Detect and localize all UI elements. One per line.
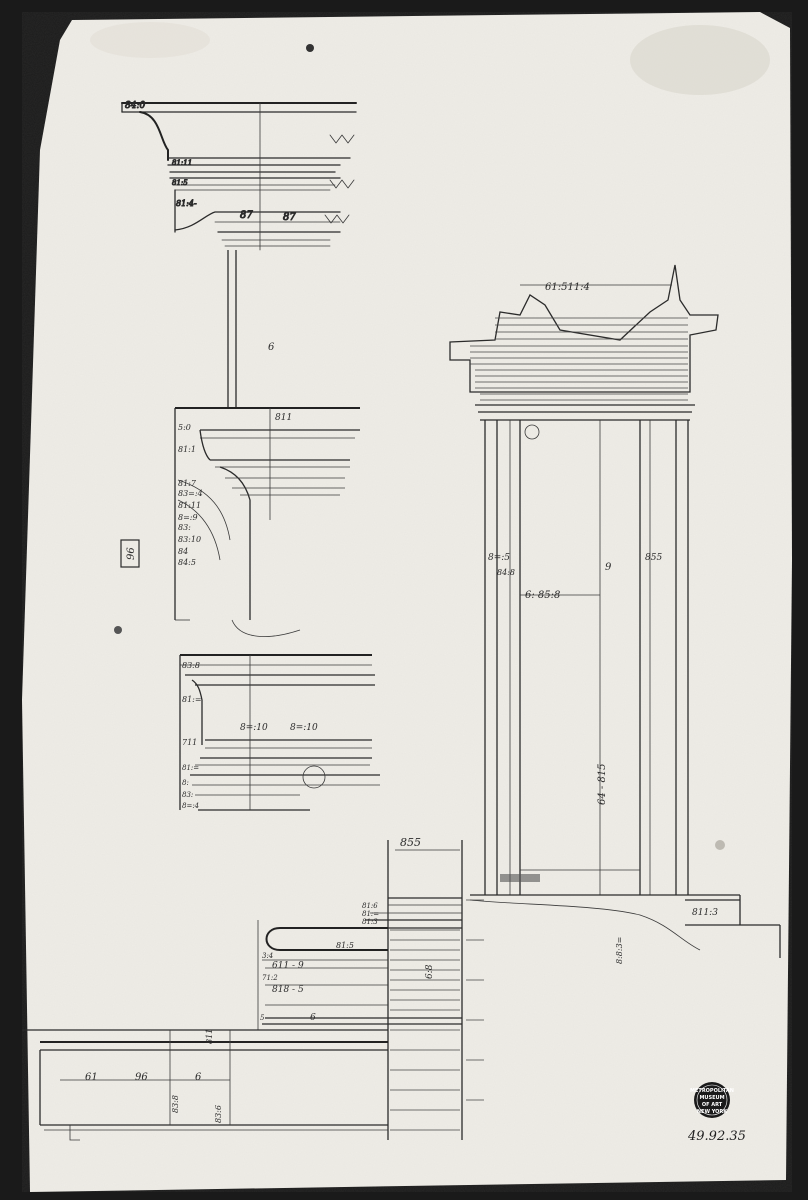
- svg-text:9: 9: [605, 562, 612, 573]
- svg-text:81:=: 81:=: [362, 910, 379, 918]
- svg-text:84: 84: [178, 547, 188, 556]
- svg-text:811:3: 811:3: [692, 908, 718, 918]
- svg-text:855: 855: [400, 836, 421, 849]
- door-elevation: 61:511:4 6: 85:8 9 8=:5 84:8 855 64 - 81…: [449, 264, 781, 964]
- stamp-line-4: NEW YORK: [697, 1109, 728, 1115]
- base-long-profile: 61 96 6 83:8 83:6 811: [22, 1029, 388, 1141]
- svg-text:8=:10: 8=:10: [240, 723, 268, 733]
- svg-text:83:8: 83:8: [171, 1095, 180, 1113]
- paper-sheet: [22, 12, 792, 1192]
- plinth-hatching: [390, 899, 484, 1131]
- svg-text:84:0: 84:0: [125, 101, 145, 111]
- svg-text:71:2: 71:2: [262, 974, 278, 982]
- svg-text:84:5: 84:5: [178, 558, 196, 567]
- cornice-profile-top: 84:0 81:11 81:5 81:4- 87 87: [121, 101, 357, 251]
- svg-text:84:8: 84:8: [497, 568, 515, 577]
- svg-text:83:6: 83:6: [214, 1105, 223, 1123]
- svg-text:81:4-: 81:4-: [176, 199, 197, 208]
- step-profile: 3:4 611 - 9 71:2 818 - 5 5 6 81:5: [257, 920, 462, 1030]
- sheet-number: 96: [126, 547, 137, 560]
- svg-text:83:: 83:: [182, 791, 193, 799]
- svg-text:8=:10: 8=:10: [290, 723, 318, 733]
- svg-text:61: 61: [85, 1072, 98, 1083]
- svg-text:81:11: 81:11: [178, 501, 201, 510]
- column-shaft-upper: 6: [227, 250, 275, 408]
- svg-text:81:1: 81:1: [178, 445, 196, 454]
- svg-text:61:511:4: 61:511:4: [545, 282, 590, 293]
- svg-text:611 - 9: 611 - 9: [272, 961, 304, 971]
- base-profile-lower: 83:8 81:= 711 81:= 8: 83: 8=:4 8=:10 8=:…: [179, 654, 380, 811]
- svg-text:87: 87: [240, 210, 253, 221]
- svg-text:8:8:3=: 8:8:3=: [615, 937, 624, 964]
- svg-text:8:: 8:: [182, 779, 189, 787]
- svg-text:81:=: 81:=: [182, 695, 202, 704]
- svg-text:81:11: 81:11: [172, 159, 192, 167]
- svg-text:83:10: 83:10: [178, 535, 201, 544]
- svg-text:5:0: 5:0: [178, 423, 191, 432]
- svg-text:6: 85:8: 6: 85:8: [525, 590, 560, 601]
- svg-text:5: 5: [260, 1014, 265, 1022]
- svg-text:81:3: 81:3: [362, 918, 378, 926]
- svg-text:8=:9: 8=:9: [178, 513, 198, 522]
- svg-text:6: 6: [268, 342, 275, 353]
- svg-text:811: 811: [205, 1029, 214, 1044]
- cornice-hatching: [470, 317, 688, 401]
- svg-text:855: 855: [645, 553, 662, 563]
- svg-text:81:6: 81:6: [362, 902, 378, 910]
- accession-number: 49.92.35: [687, 1129, 746, 1144]
- svg-text:81:7: 81:7: [178, 479, 197, 488]
- svg-text:64 - 815: 64 - 815: [597, 763, 608, 805]
- plinth-section: 855 81:6 8: [362, 836, 484, 1140]
- svg-text:81:5: 81:5: [172, 179, 188, 187]
- svg-text:6:8: 6:8: [425, 964, 435, 979]
- stamp-line-3: OF ART: [702, 1102, 723, 1108]
- entablature-profile-middle: 5:0 81:1 81:7 83=:4 81:11 8=:9 83: 83:10…: [174, 407, 360, 637]
- svg-text:81:=: 81:=: [182, 764, 199, 772]
- museum-stamp: METROPOLITAN MUSEUM OF ART NEW YORK: [690, 1082, 734, 1118]
- svg-text:81:5: 81:5: [336, 941, 354, 950]
- svg-text:96: 96: [135, 1072, 148, 1083]
- svg-text:6: 6: [310, 1013, 316, 1023]
- svg-text:811: 811: [275, 413, 292, 423]
- svg-text:87: 87: [283, 212, 296, 223]
- svg-text:711: 711: [182, 738, 197, 747]
- svg-text:818 - 5: 818 - 5: [272, 985, 304, 995]
- stamp-line-2: MUSEUM: [699, 1095, 724, 1101]
- svg-text:83:8: 83:8: [182, 661, 200, 670]
- sheet-number-box: 96: [120, 539, 140, 568]
- stamp-line-1: METROPOLITAN: [690, 1088, 734, 1094]
- svg-text:3:4: 3:4: [262, 952, 273, 960]
- svg-text:6: 6: [195, 1072, 202, 1083]
- svg-text:83:: 83:: [178, 523, 191, 532]
- svg-text:83=:4: 83=:4: [178, 489, 203, 498]
- svg-text:8=:5: 8=:5: [488, 553, 510, 563]
- svg-text:8=:4: 8=:4: [182, 802, 199, 810]
